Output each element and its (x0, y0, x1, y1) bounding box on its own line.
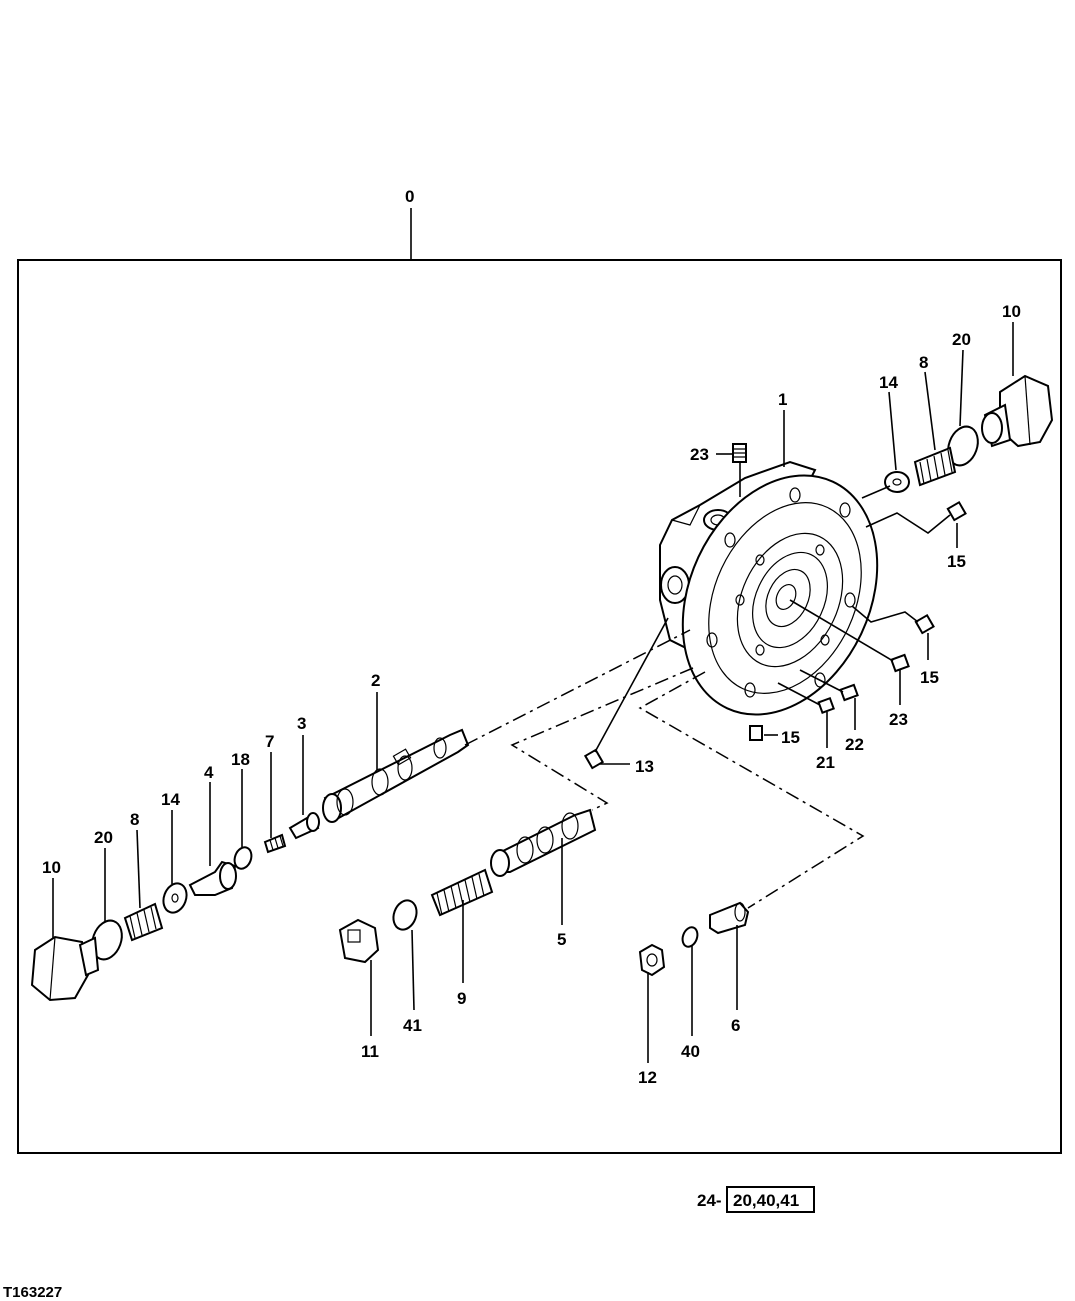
plug-part-23-right (890, 653, 910, 673)
callout-3: 3 (297, 714, 306, 733)
plug-part-23-top (732, 443, 747, 463)
centerline-spool-5 (510, 667, 694, 811)
callout-18: 18 (231, 750, 250, 769)
leader-14b-pin (861, 485, 891, 499)
right-plug-part-10 (981, 374, 1054, 448)
centerline-spool-2 (464, 629, 691, 746)
callout-15c: 15 (781, 728, 800, 747)
callout-40: 40 (681, 1042, 700, 1061)
callout-7: 7 (265, 732, 274, 751)
centerline-pin-6 (638, 671, 865, 909)
right-o-ring-part-20 (947, 425, 979, 467)
leader-14b (888, 391, 897, 471)
spool-part-5 (490, 808, 597, 877)
o-ring-part-41 (392, 899, 418, 931)
callout-14b: 14 (879, 373, 898, 392)
o-ring-part-20-left (91, 919, 123, 961)
callout-23b: 23 (889, 710, 908, 729)
callout-8a: 8 (130, 810, 139, 829)
callout-15b: 15 (920, 668, 939, 687)
callout-21: 21 (816, 753, 835, 772)
callout-22: 22 (845, 735, 864, 754)
reference-boxed-text: 20,40,41 (733, 1191, 799, 1210)
leader-22 (799, 669, 844, 693)
callout-10b: 10 (1002, 302, 1021, 321)
assembly-frame (17, 259, 1062, 1154)
callout-14a: 14 (161, 790, 180, 809)
leader-15b (851, 605, 919, 623)
callout-12: 12 (638, 1068, 657, 1087)
leader-23b (789, 599, 894, 662)
right-spring-part-8 (913, 446, 957, 487)
plug-part-22 (839, 683, 859, 702)
callout-4: 4 (204, 763, 214, 782)
plug-part-13 (583, 748, 605, 770)
washer-part-14-left (162, 882, 188, 914)
o-ring-part-18 (233, 846, 253, 870)
seat-part-4 (188, 860, 237, 896)
right-washer-part-14 (884, 471, 910, 493)
spool-part-2 (322, 728, 470, 823)
callout-20b: 20 (952, 330, 971, 349)
callout-20a: 20 (94, 828, 113, 847)
pin-part-6 (709, 901, 750, 935)
plug-part-12 (638, 943, 666, 977)
callout-9: 9 (457, 989, 466, 1008)
leader-21 (777, 682, 821, 706)
plug-part-21 (817, 696, 835, 714)
callout-23a: 23 (690, 445, 709, 464)
figure-id: T163227 (3, 1284, 62, 1301)
spring-part-9 (430, 868, 494, 917)
spring-part-8-left (123, 902, 164, 942)
reference-prefix: 24- (697, 1191, 722, 1210)
plug-part-11 (338, 918, 380, 964)
leader-15a (865, 512, 951, 534)
poppet-part-3 (288, 812, 320, 840)
callout-41: 41 (403, 1016, 422, 1035)
leader-20b (959, 349, 964, 427)
leader-8b (924, 371, 936, 451)
callout-5: 5 (557, 930, 566, 949)
callout-8b: 8 (919, 353, 928, 372)
assembly-label: 0 (405, 187, 414, 206)
reference-box (726, 1186, 815, 1213)
leader-41 (411, 929, 415, 1011)
plug-part-10-left (30, 935, 100, 1002)
callout-1: 1 (778, 390, 787, 409)
callout-2: 2 (371, 671, 380, 690)
o-ring-part-40 (681, 926, 699, 948)
spring-part-7 (263, 833, 287, 854)
callout-6: 6 (731, 1016, 740, 1035)
leader-8a (136, 829, 141, 909)
housing-part-1 (659, 460, 879, 716)
callout-10a: 10 (42, 858, 61, 877)
callout-11: 11 (361, 1042, 379, 1061)
callout-13: 13 (635, 757, 654, 776)
plug-part-15-mid (914, 613, 935, 635)
plug-part-15-top (946, 500, 967, 522)
leader-13-up (594, 617, 669, 753)
plug-part-15-low (749, 725, 763, 741)
callout-15a: 15 (947, 552, 966, 571)
